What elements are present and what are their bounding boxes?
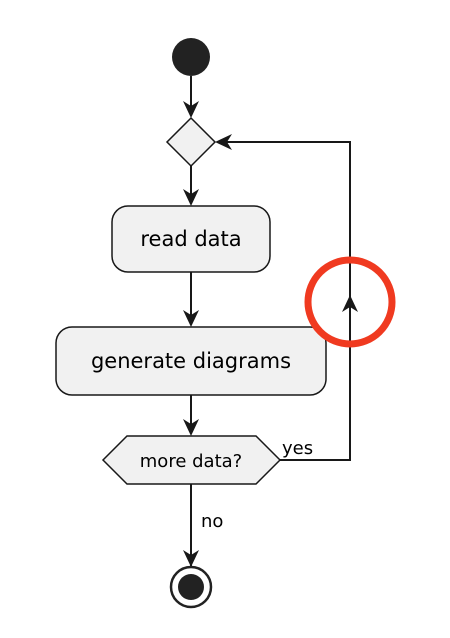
merge-diamond [165, 116, 217, 168]
read-data-label: read data [140, 227, 241, 251]
start-node [172, 38, 210, 76]
arrowhead-merge-to-read [183, 189, 199, 206]
decision-hexagon [101, 435, 282, 485]
edge-yes-loop [217, 141, 351, 461]
decision-label: more data? [140, 451, 242, 472]
generate-diagrams-label: generate diagrams [91, 349, 291, 373]
arrowhead-read-to-generate [183, 310, 199, 327]
no-label: no [201, 511, 223, 532]
highlight-circle [304, 256, 396, 348]
end-node-inner [178, 574, 204, 600]
arrowhead-loop-into-merge [215, 134, 232, 150]
arrowhead-start-to-merge [183, 101, 199, 118]
arrowhead-generate-to-decision [183, 419, 199, 436]
arrowhead-loop-upward [342, 295, 358, 312]
yes-label: yes [282, 438, 313, 459]
arrowhead-no-to-end [183, 550, 199, 567]
